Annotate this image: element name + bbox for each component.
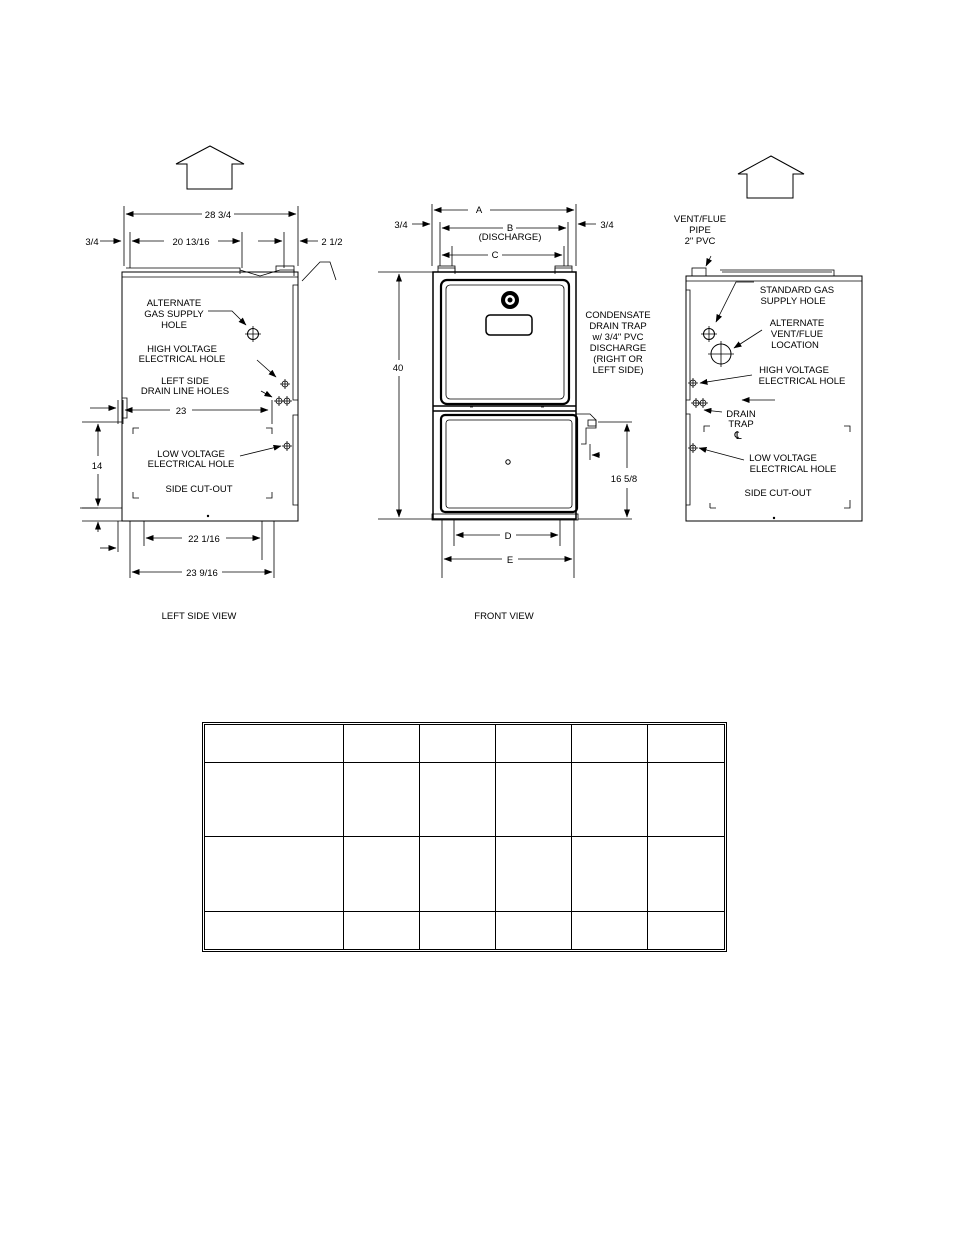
left-label-lv-2: ELECTRICAL HOLE <box>148 459 235 470</box>
left-dim-inner-width: 20 13/16 <box>173 237 210 248</box>
lv-hole-icon <box>282 441 292 451</box>
left-dim-overall-width: 28 3/4 <box>205 210 231 221</box>
std-gas-hole-icon <box>701 326 717 342</box>
hv-hole-icon <box>280 379 290 389</box>
table-cell <box>205 911 344 949</box>
right-label-lv-1: LOW VOLTAGE <box>749 453 817 464</box>
left-label-alt-gas-3: HOLE <box>161 320 187 331</box>
right-drain-holes-icon <box>691 398 708 408</box>
front-dim-right-offset: 3/4 <box>600 220 613 231</box>
alt-vent-hole-icon <box>708 341 734 367</box>
table-cell <box>342 761 421 838</box>
drain-holes-icon <box>274 396 292 406</box>
table-row <box>205 836 724 913</box>
front-dim-b-note: (DISCHARGE) <box>479 232 542 243</box>
left-dim-cutout-height: 14 <box>92 461 103 472</box>
front-cabinet-outline <box>432 271 577 520</box>
table-cell <box>571 725 649 763</box>
right-cabinet-outline <box>685 275 863 522</box>
table-cell <box>647 911 724 949</box>
front-dim-c: C <box>492 250 499 261</box>
table-cell <box>419 725 497 763</box>
right-label-drain-1: DRAIN <box>726 409 756 420</box>
front-label-cond-2: DRAIN TRAP <box>589 321 646 332</box>
left-label-hv-2: ELECTRICAL HOLE <box>139 354 226 365</box>
table-row <box>205 725 724 763</box>
right-label-hv-2: ELECTRICAL HOLE <box>759 376 846 387</box>
right-label-drain-2: TRAP <box>728 419 753 430</box>
front-label-cond-5: (RIGHT OR <box>593 354 643 365</box>
left-label-drain-2: DRAIN LINE HOLES <box>141 386 229 397</box>
left-label-hv-1: HIGH VOLTAGE <box>147 344 217 355</box>
left-label-drain-1: LEFT SIDE <box>161 376 209 387</box>
front-dim-left-offset: 3/4 <box>394 220 407 231</box>
front-label-cond-4: DISCHARGE <box>590 343 646 354</box>
right-label-alt-vent-1: ALTERNATE <box>770 318 825 329</box>
front-dim-d: D <box>505 531 512 542</box>
left-dim-bottom-outer: 23 9/16 <box>186 568 218 579</box>
front-view: A 3/4 3/4 B (DISCHARGE) C 40 CONDENSATE … <box>378 204 651 622</box>
front-label-cond-3: w/ 3/4" PVC <box>592 332 644 343</box>
table-cell <box>647 761 724 838</box>
table-cell <box>647 725 724 763</box>
front-dim-drain-height: 16 5/8 <box>611 474 637 485</box>
right-label-vent-1: VENT/FLUE <box>674 214 726 225</box>
dimension-table <box>202 722 727 952</box>
right-label-vent-3: 2" PVC <box>685 236 716 247</box>
left-label-alt-gas-2: GAS SUPPLY <box>144 309 204 320</box>
right-hv-hole-icon <box>688 378 698 388</box>
front-dim-b: B <box>507 223 513 234</box>
left-label-alt-gas-1: ALTERNATE <box>147 298 202 309</box>
table-cell <box>205 725 344 763</box>
left-label-cutout: SIDE CUT-OUT <box>165 484 232 495</box>
table-cell <box>647 836 724 913</box>
table-row <box>205 911 724 949</box>
front-dim-a: A <box>476 205 483 216</box>
front-label-cond-6: LEFT SIDE) <box>592 365 643 376</box>
table-cell <box>419 761 497 838</box>
left-label-lv-1: LOW VOLTAGE <box>157 449 225 460</box>
table-row <box>205 761 724 838</box>
right-label-alt-vent-3: LOCATION <box>771 340 819 351</box>
right-label-std-gas-1: STANDARD GAS <box>760 285 834 296</box>
right-label-hv-1: HIGH VOLTAGE <box>759 365 829 376</box>
table-cell <box>571 836 649 913</box>
left-dim-left-offset: 3/4 <box>85 237 98 248</box>
table-cell <box>495 836 573 913</box>
table-cell <box>495 761 573 838</box>
airflow-arrow-right <box>737 155 805 199</box>
table-cell <box>495 911 573 949</box>
left-side-view: 28 3/4 3/4 20 13/16 2 1/2 ALTERNATE GAS … <box>80 206 343 622</box>
front-dim-height: 40 <box>393 363 404 374</box>
left-dim-cutout-width: 23 <box>176 406 187 417</box>
table-cell <box>419 836 497 913</box>
right-label-lv-2: ELECTRICAL HOLE <box>750 464 837 475</box>
table-cell <box>571 761 649 838</box>
left-dim-right-offset: 2 1/2 <box>321 237 342 248</box>
table-cell <box>419 911 497 949</box>
left-cabinet-outline <box>121 271 299 522</box>
front-view-caption: FRONT VIEW <box>474 611 533 622</box>
front-dim-e: E <box>507 555 513 566</box>
table-cell <box>342 725 421 763</box>
right-lv-hole-icon <box>688 443 698 453</box>
right-label-std-gas-2: SUPPLY HOLE <box>760 296 825 307</box>
right-label-alt-vent-2: VENT/FLUE <box>771 329 823 340</box>
right-label-cutout: SIDE CUT-OUT <box>744 488 811 499</box>
table-cell <box>342 836 421 913</box>
table-cell <box>205 836 344 913</box>
table-cell <box>342 911 421 949</box>
alt-gas-hole-icon <box>245 326 261 342</box>
right-side-view: VENT/FLUE PIPE 2" PVC STANDARD GAS SUPPL… <box>674 214 863 522</box>
table-cell <box>571 911 649 949</box>
table-cell <box>205 761 344 838</box>
right-label-centerline: ℄ <box>733 430 741 442</box>
airflow-arrow-left <box>175 145 245 190</box>
left-view-caption: LEFT SIDE VIEW <box>162 611 237 622</box>
left-dim-bottom-inner: 22 1/16 <box>188 534 220 545</box>
front-label-cond-1: CONDENSATE <box>585 310 650 321</box>
right-label-vent-2: PIPE <box>689 225 711 236</box>
table-cell <box>495 725 573 763</box>
